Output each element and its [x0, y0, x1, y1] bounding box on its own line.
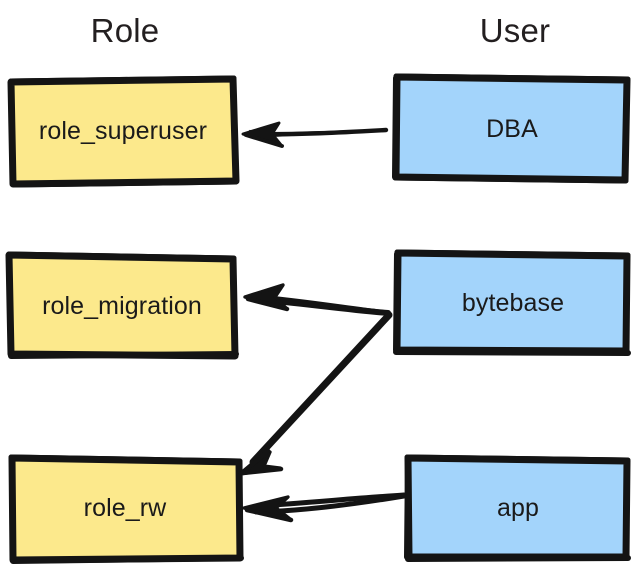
- edge-dba-to-role-superuser: [241, 121, 389, 148]
- node-label-role-superuser[interactable]: role_superuser: [38, 116, 208, 145]
- node-label-role-migration[interactable]: role_migration: [42, 291, 202, 320]
- node-label-bytebase[interactable]: bytebase: [461, 288, 565, 317]
- edge-app-to-role-rw: [242, 492, 407, 523]
- node-label-role-rw[interactable]: role_rw: [83, 493, 167, 522]
- column-header-role: Role: [90, 12, 160, 49]
- node-label-app[interactable]: app: [496, 493, 539, 522]
- column-header-user: User: [479, 12, 551, 49]
- edge-bytebase-to-role-rw: [238, 311, 393, 476]
- edge-bytebase-to-role-migration: [243, 283, 391, 316]
- node-label-dba[interactable]: DBA: [486, 114, 538, 143]
